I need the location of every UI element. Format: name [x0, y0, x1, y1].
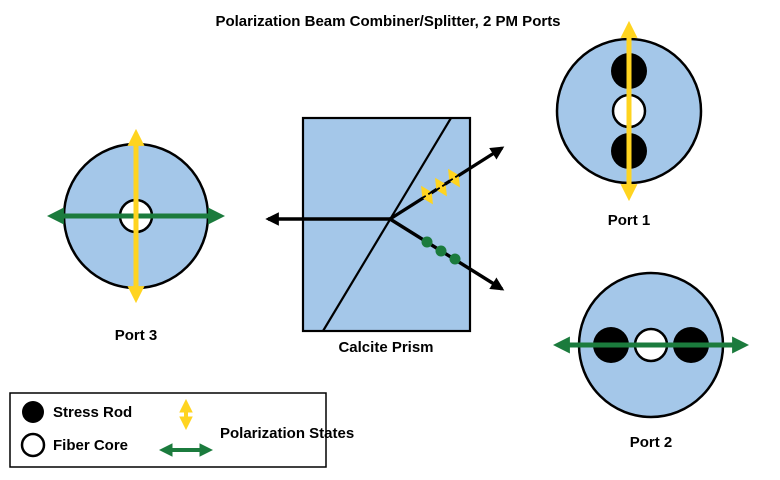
polarization-tick-icon — [448, 168, 460, 188]
legend: Stress Rod Fiber Core Polarization State… — [9, 392, 354, 468]
lower-output-beam-arrow — [389, 217, 505, 291]
port2-fiber: Port 2 — [552, 271, 750, 451]
port1-fiber: Port 1 — [555, 20, 703, 229]
port3-label: Port 3 — [115, 327, 158, 344]
fiber-core-icon — [20, 432, 46, 458]
port1-label: Port 1 — [608, 212, 651, 229]
port3-fiber: Port 3 — [46, 128, 226, 344]
diagram-title: Polarization Beam Combiner/Splitter, 2 P… — [215, 13, 560, 30]
polarization-dot-icon — [449, 253, 461, 265]
beam-paths — [265, 146, 505, 291]
upper-beam-polarization-ticks — [421, 168, 460, 205]
calcite-prism-label: Calcite Prism — [338, 339, 433, 356]
port2-label: Port 2 — [630, 434, 673, 451]
polarization-dot-icon — [435, 245, 447, 257]
legend-polarization-states-label: Polarization States — [220, 425, 354, 442]
polarization-dot-icon — [421, 236, 433, 248]
stress-rod-icon — [22, 401, 44, 423]
legend-fiber-core-label: Fiber Core — [53, 437, 128, 454]
polarization-tick-icon — [421, 185, 433, 205]
lower-beam-polarization-dots — [421, 236, 461, 265]
calcite-prism: Calcite Prism — [301, 116, 472, 356]
polarization-tick-icon — [435, 177, 447, 197]
legend-stress-rod-label: Stress Rod — [53, 404, 132, 421]
prism-diagonal-interface — [322, 117, 452, 332]
